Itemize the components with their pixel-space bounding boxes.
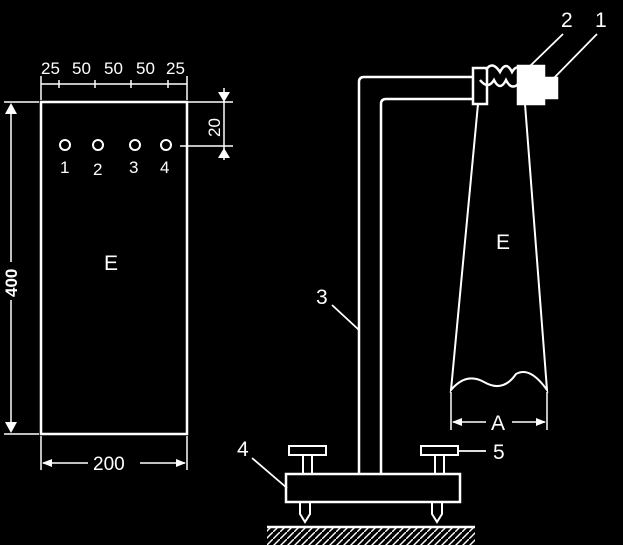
- spacing-label: A: [491, 412, 505, 435]
- hole-1: [59, 139, 71, 151]
- height-dimension: [4, 101, 39, 435]
- base-feet: [299, 502, 443, 524]
- test-holes: [59, 139, 172, 151]
- test-apparatus: [251, 33, 598, 545]
- top-dim-4: 50: [136, 59, 155, 78]
- hole-label-3: 3: [129, 158, 138, 177]
- clamp-assembly: [471, 64, 559, 106]
- stand-rods: [357, 75, 474, 474]
- hole-3: [129, 139, 141, 151]
- ground-hatch: [267, 527, 475, 545]
- top-dim-5: 25: [166, 59, 185, 78]
- top-dim-3: 50: [104, 59, 123, 78]
- hole-2: [92, 139, 104, 151]
- hole-offset-dimension: [180, 88, 233, 160]
- hole-label-4: 4: [160, 158, 169, 177]
- hole-label-2: 2: [93, 160, 102, 179]
- hole-4: [160, 139, 172, 151]
- adjusting-screws: [288, 445, 459, 474]
- hanging-specimen: [449, 103, 549, 394]
- part-label-5: 5: [493, 441, 505, 464]
- height-dim-label: 400: [2, 269, 21, 297]
- specimen-label: E: [104, 252, 118, 275]
- part-label-2: 2: [561, 9, 573, 32]
- top-dim-1: 25: [41, 59, 60, 78]
- width-dim-label: 200: [93, 454, 125, 475]
- specimen-rectangle: [39, 100, 189, 436]
- specimen-drawing: [4, 76, 233, 470]
- leader-lines: [251, 33, 598, 489]
- width-dimension: [40, 436, 188, 470]
- base-block: [284, 472, 462, 504]
- hole-label-1: 1: [60, 158, 69, 177]
- part-label-3: 3: [316, 286, 328, 309]
- part-label-4: 4: [237, 438, 249, 461]
- hanging-specimen-label: E: [496, 231, 510, 254]
- top-dim-2: 50: [72, 59, 91, 78]
- top-dimension-line: [40, 76, 188, 100]
- part-label-1: 1: [595, 9, 607, 32]
- spacing-dimension: [450, 392, 548, 430]
- offset-dim-label: 20: [205, 118, 224, 137]
